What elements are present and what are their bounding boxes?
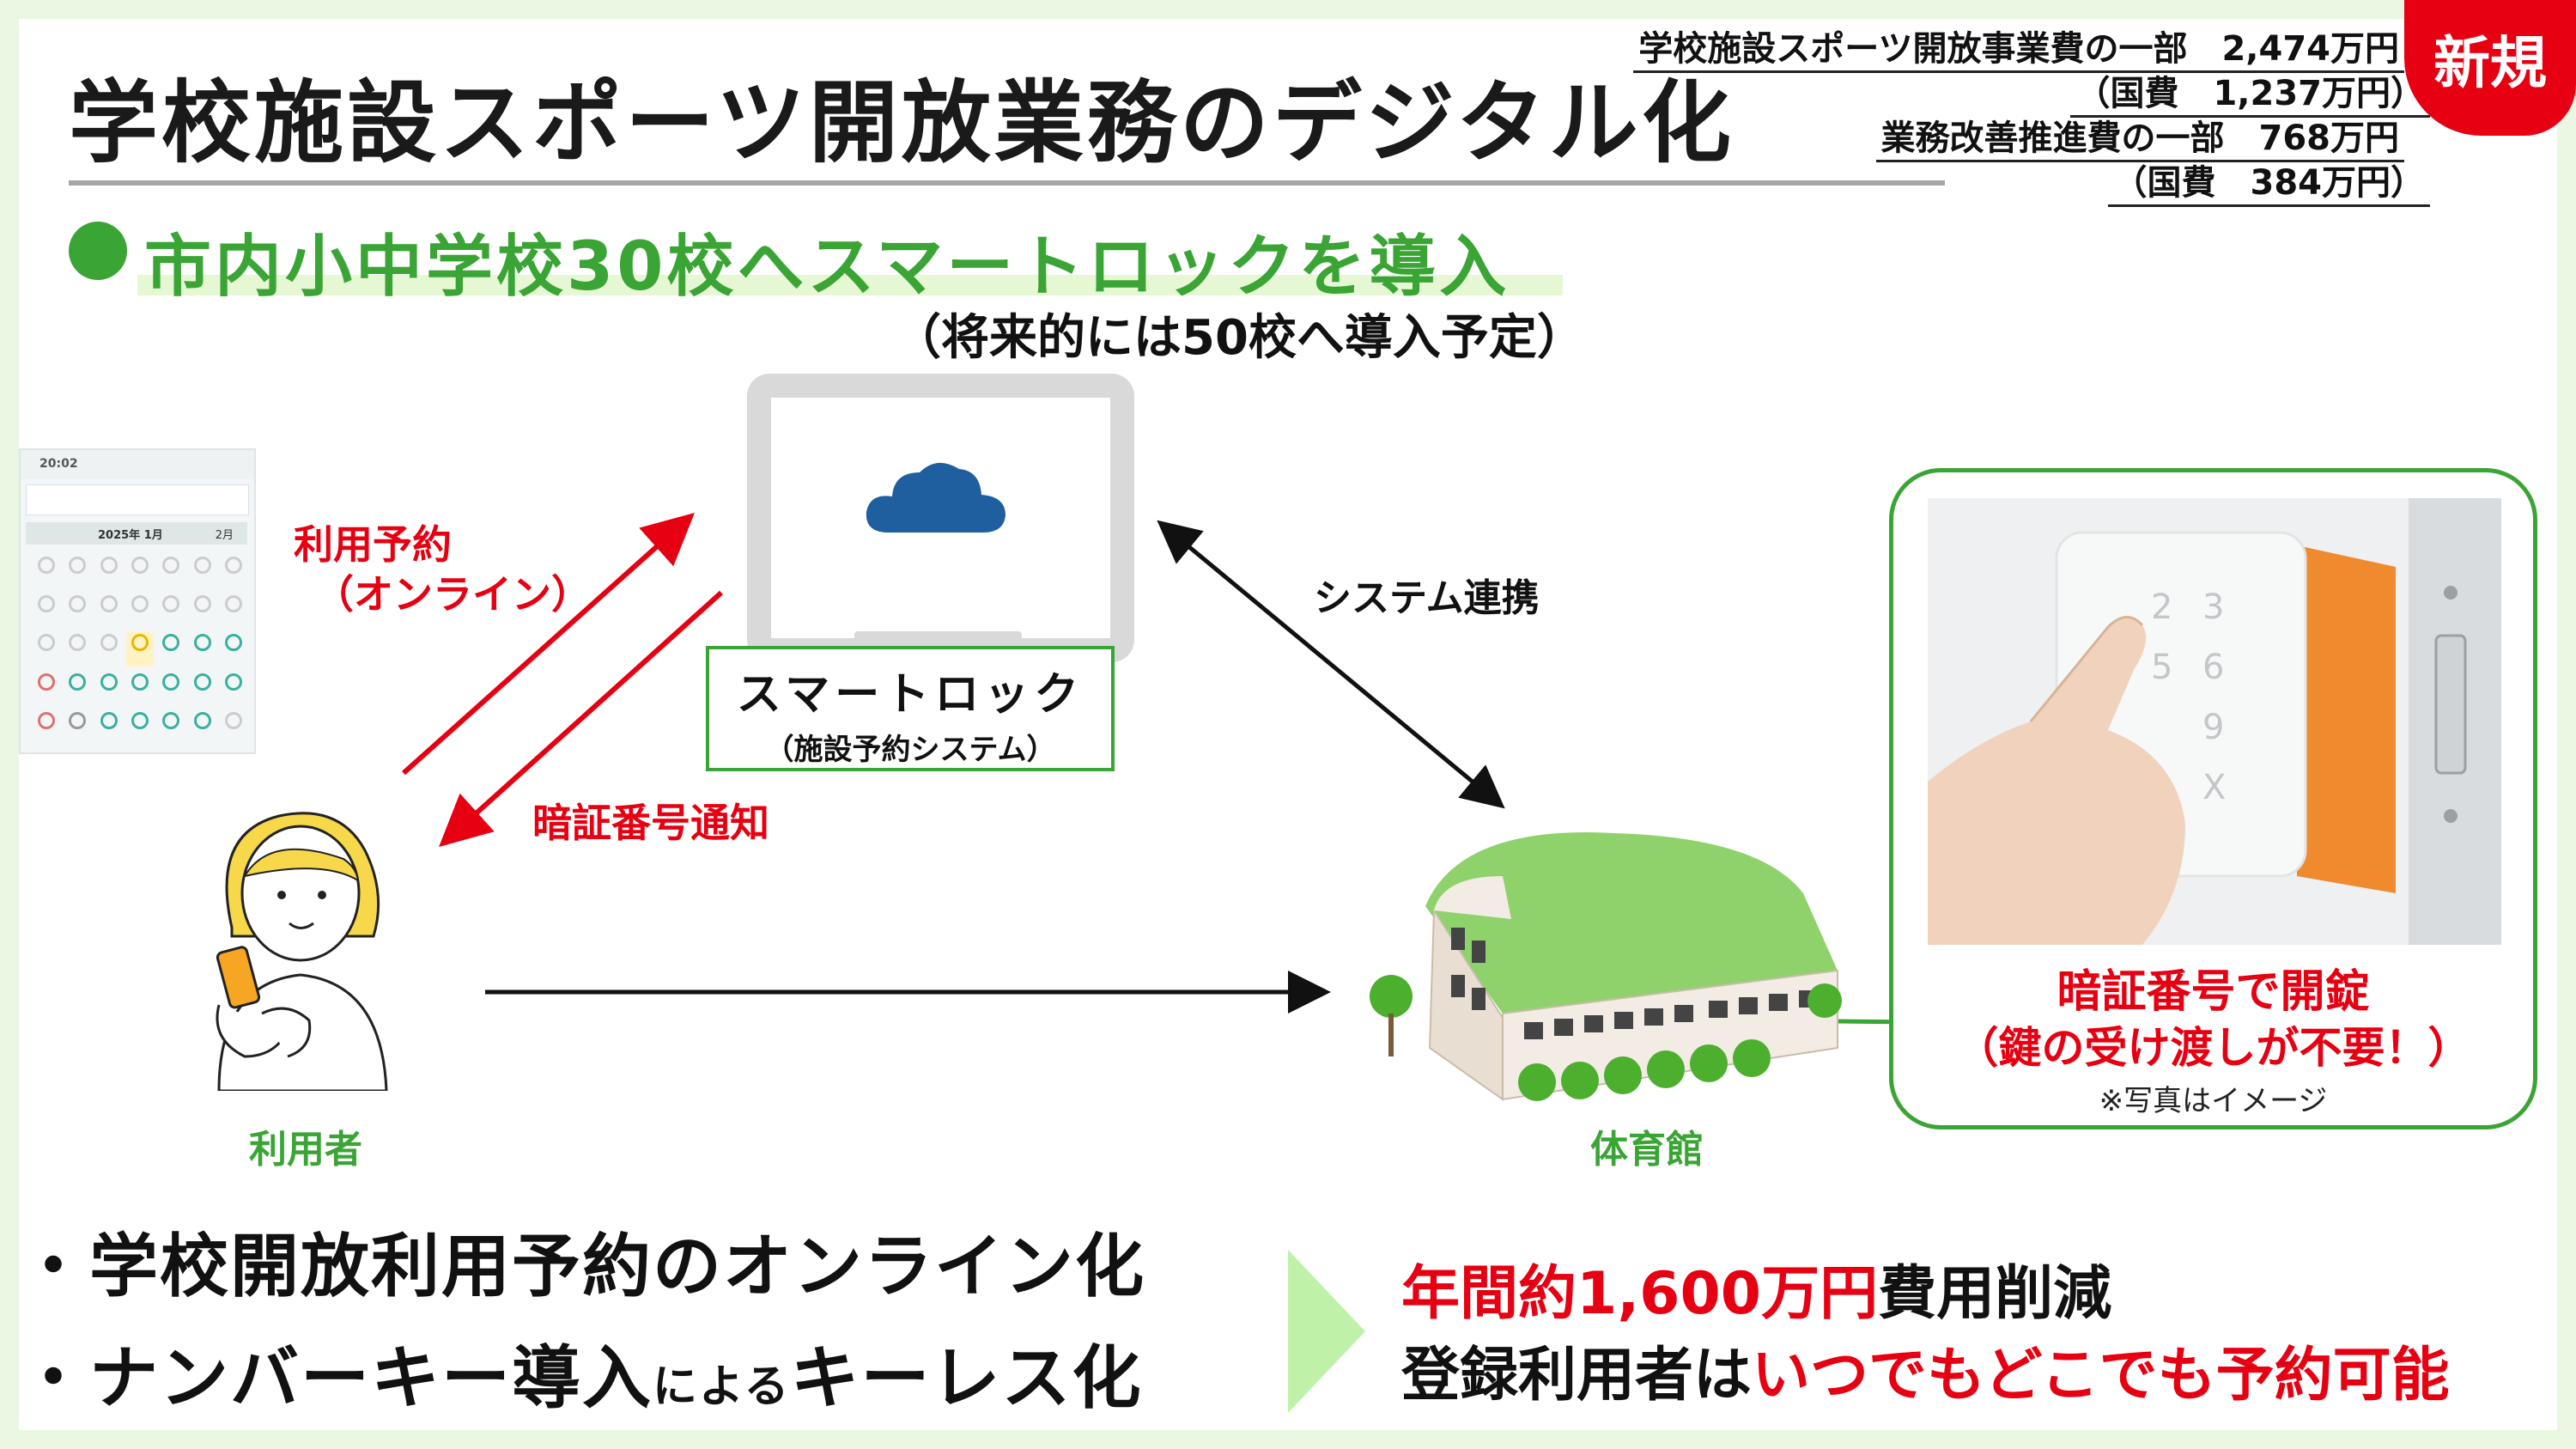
system-link-arrow — [1157, 520, 1505, 809]
calendar-day — [95, 672, 123, 705]
system-link-label: システム連携 — [1314, 576, 1540, 620]
reserve-arrow — [402, 513, 695, 776]
summary-keyless-part3: キーレス化 — [790, 1338, 1143, 1418]
calendar-day — [64, 594, 91, 627]
budget-line-1: 学校施設スポーツ開放事業費の一部 2,474万円 — [1460, 21, 2404, 73]
smartlock-title: スマートロック — [736, 669, 1084, 721]
phone-month: 2025年 1月 — [98, 529, 163, 542]
cloud-icon — [866, 462, 1005, 533]
calendar-day — [33, 555, 60, 588]
smartlock-system-box: スマートロック （施設予約システム） — [706, 646, 1115, 771]
calendar-day — [126, 672, 154, 705]
user-label: 利用者 — [249, 1128, 362, 1172]
reserve-label: 利用予約 — [294, 521, 452, 568]
svg-text:X: X — [2202, 768, 2226, 807]
smartlock-subtitle: （施設予約システム） — [764, 733, 1056, 767]
calendar-day — [33, 710, 60, 744]
calendar-day — [126, 594, 154, 627]
lock-caption: 暗証番号で開錠 — [2057, 966, 2370, 1018]
svg-text:6: 6 — [2202, 648, 2224, 687]
subtitle: 市内小中学校30校へスマートロックを導入 — [144, 228, 1510, 306]
budget-line-3: 業務改善推進費の一部 768万円 — [1460, 110, 2404, 162]
calendar-day — [220, 594, 247, 627]
calendar-day — [95, 710, 123, 744]
calendar-day — [157, 555, 185, 588]
calendar-day — [157, 594, 185, 627]
summary-keyless-part2: による — [653, 1361, 791, 1413]
svg-text:9: 9 — [2202, 708, 2224, 747]
result-anytime-booking: 登録利用者はいつでもどこでも予約可能 — [1401, 1327, 2450, 1412]
svg-text:3: 3 — [2202, 588, 2224, 627]
calendar-day — [64, 555, 91, 588]
result-anytime-text: いつでもどこでも予約可能 — [1752, 1342, 2450, 1409]
calendar-day — [157, 632, 185, 666]
calendar-day — [188, 555, 216, 588]
calendar-day — [157, 672, 185, 705]
reserve-label-online: （オンライン） — [314, 571, 591, 618]
calendar-day — [157, 710, 185, 744]
result-arrow-icon — [1288, 1250, 1365, 1413]
summary-item-online: ・学校開放利用予約のオンライン化 — [19, 1227, 1145, 1306]
calendar-day — [64, 710, 91, 744]
user-illustration — [216, 812, 388, 1091]
calendar-day-selected — [125, 632, 155, 667]
calendar-day — [220, 672, 247, 705]
budget-line-2: （国費 1,237万円） — [1460, 65, 2430, 118]
summary-keyless-part1: ・ナンバーキー導入 — [19, 1338, 653, 1418]
result-user-text: 登録利用者は — [1401, 1342, 1753, 1409]
calendar-day — [64, 672, 91, 705]
svg-text:2: 2 — [2151, 588, 2172, 627]
calendar-day — [188, 710, 216, 744]
pin-notice-arrow — [439, 590, 724, 848]
calendar-day — [95, 632, 123, 666]
phone-time: 20:02 — [39, 457, 78, 471]
calendar-day — [33, 632, 60, 666]
calendar-day — [33, 594, 60, 627]
gym-label: 体育館 — [1590, 1128, 1704, 1172]
lock-caption-sub: （鍵の受け渡しが不要！） — [1955, 1023, 2471, 1073]
calendar-day — [188, 632, 216, 666]
svg-text:5: 5 — [2151, 648, 2172, 687]
gym-illustration — [1370, 832, 1842, 1101]
photo-note: ※写真はイメージ — [2099, 1084, 2328, 1118]
title-divider — [69, 180, 1945, 186]
reservation-app-screenshot: 20:02 2025年 1月 2月 — [19, 448, 256, 754]
result-cost-text: 費用削減 — [1878, 1260, 2112, 1328]
calendar-day — [126, 555, 154, 588]
page-title: 学校施設スポーツ開放業務のデジタル化 — [69, 70, 1735, 175]
result-cost-amount: 年間約1,600万円 — [1401, 1260, 1879, 1328]
summary-item-keyless: ・ナンバーキー導入によるキーレス化 — [19, 1323, 1142, 1422]
calendar-day — [220, 632, 247, 666]
calendar-day — [95, 555, 123, 588]
calendar-day — [220, 555, 247, 588]
phone-month-bar: 2025年 1月 2月 — [26, 522, 247, 545]
budget-line-4: （国費 384万円） — [1460, 155, 2430, 207]
calendar-day — [95, 594, 123, 627]
calendar-day — [220, 710, 247, 744]
bullet-dot-icon — [69, 222, 127, 280]
phone-next-month: 2月 — [215, 529, 234, 542]
subtitle-note: （将来的には50校へ導入予定） — [893, 310, 1585, 366]
calendar-day — [188, 594, 216, 627]
phone-search-bar — [26, 484, 249, 515]
new-badge: 新規 — [2404, 0, 2576, 136]
result-cost-reduction: 年間約1,600万円費用削減 — [1401, 1245, 2111, 1330]
subtitle-highlight — [137, 275, 1563, 295]
calendar-day — [126, 710, 154, 744]
phone-status-bar: 20:02 — [21, 450, 254, 479]
calendar-day — [188, 672, 216, 705]
pin-notice-label: 暗証番号通知 — [532, 800, 769, 846]
calendar-day — [33, 672, 60, 705]
calendar-day — [64, 632, 91, 666]
calendar-grid — [33, 555, 247, 744]
